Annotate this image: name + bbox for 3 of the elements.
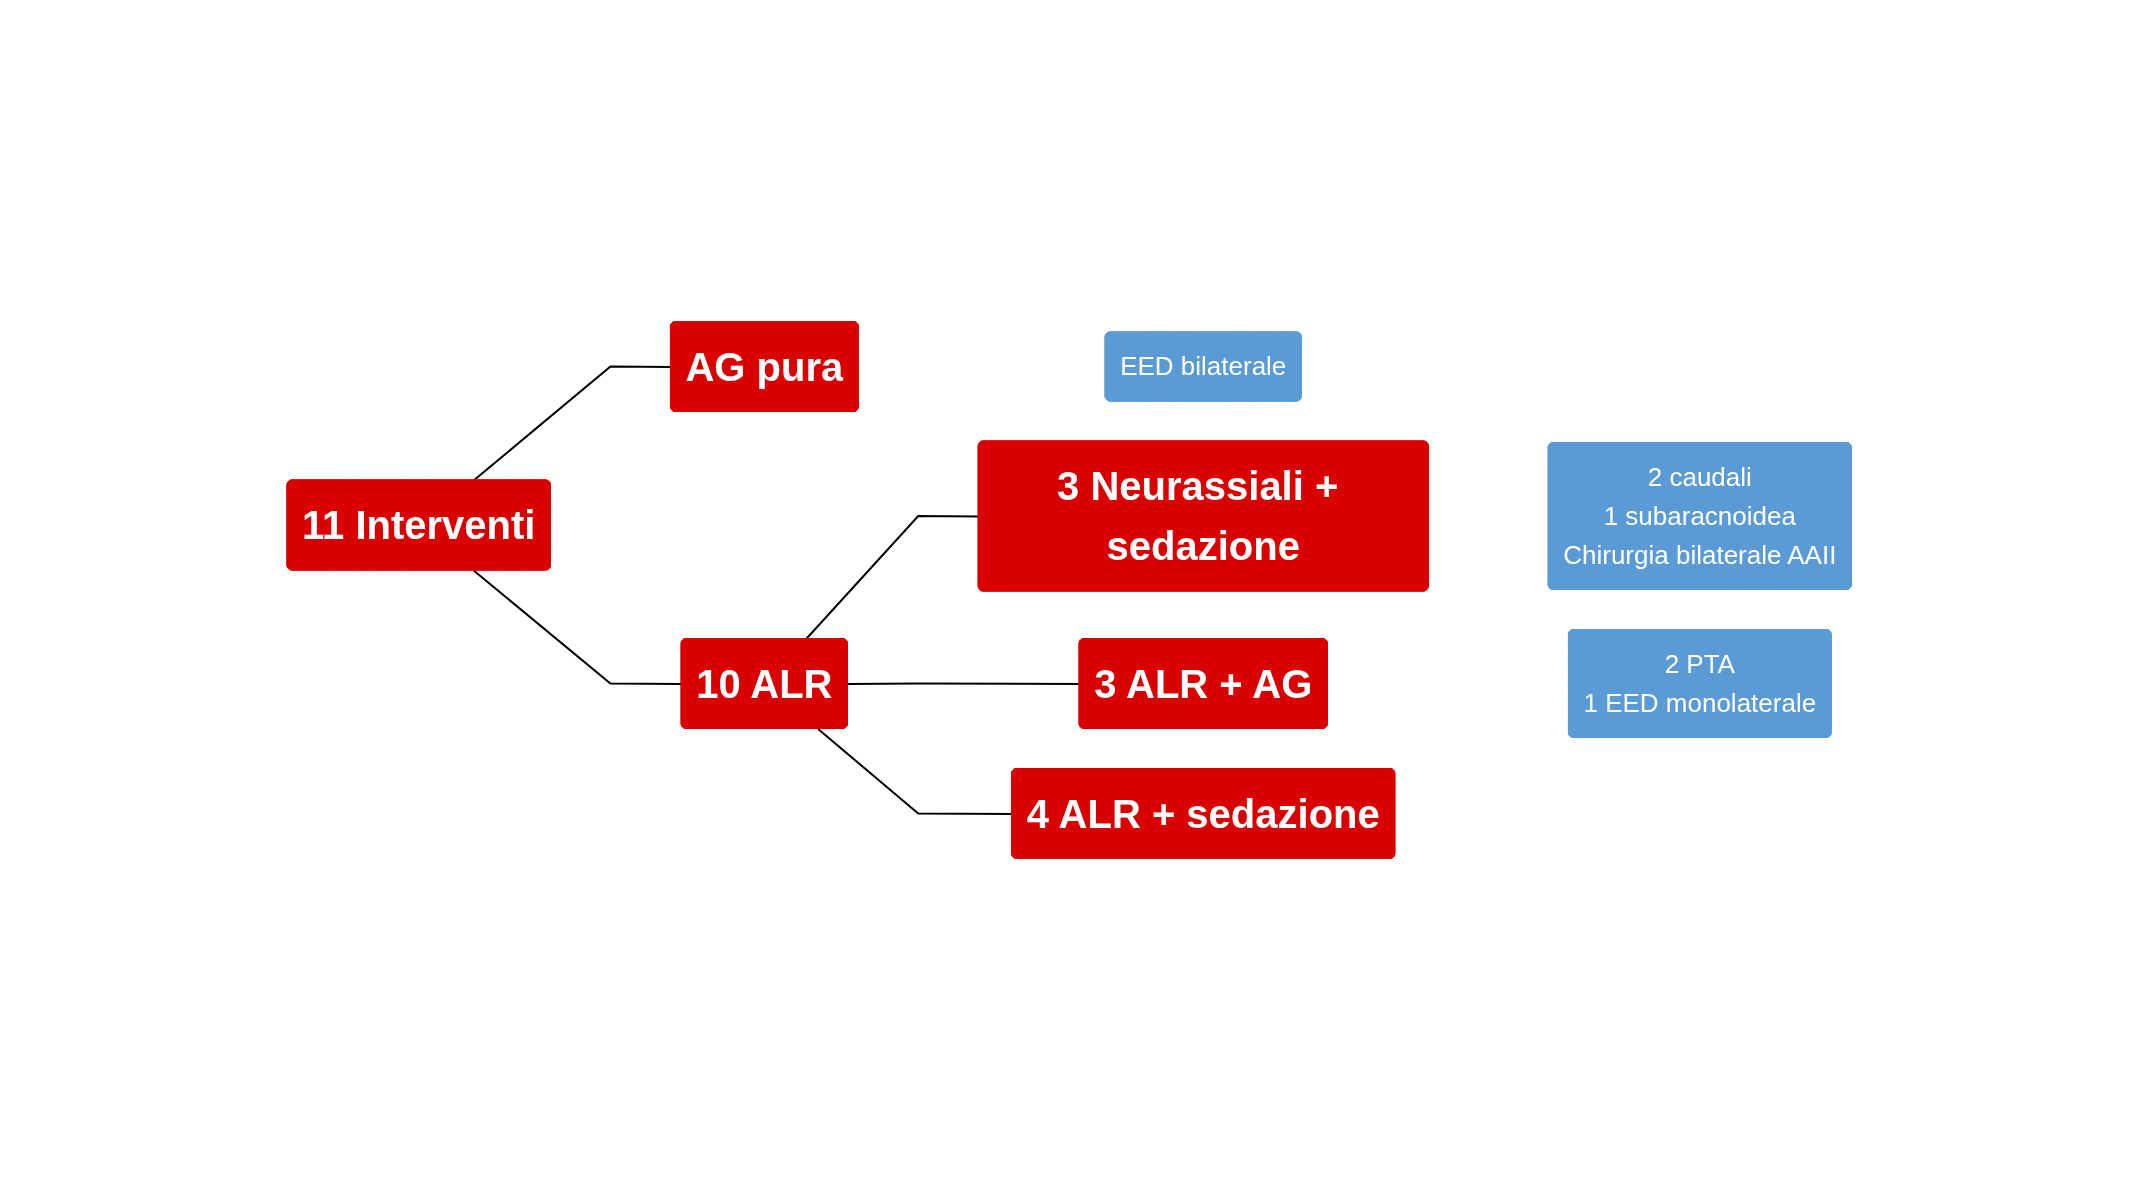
connector: [805, 515, 980, 640]
connector: [472, 365, 672, 482]
connector: [816, 728, 1013, 815]
